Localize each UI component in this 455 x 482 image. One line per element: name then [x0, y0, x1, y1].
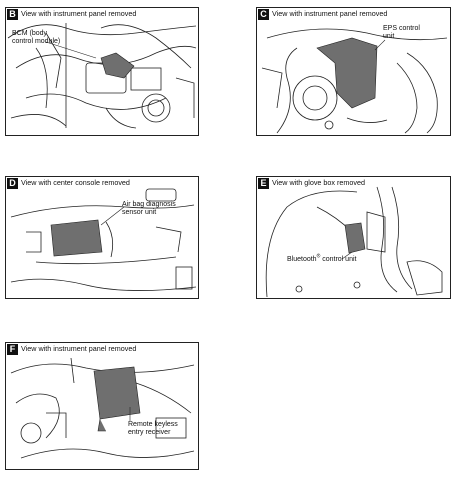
keyless-label: Remote keyless entry receiver	[128, 421, 178, 437]
panel-f-caption: View with instrument panel removed	[21, 344, 137, 353]
bcm-label-line1: BCM (body	[12, 30, 48, 37]
panel-e-illustration	[265, 186, 443, 298]
bcm-label: BCM (body control module)	[12, 30, 60, 46]
panel-f: F View with instrument panel removed Rem…	[5, 342, 199, 470]
airbag-label-line1: Air bag diagnosis	[122, 201, 176, 208]
panel-e: E View with glove box removed Bluetooth®…	[256, 176, 451, 299]
panel-c-illustration	[261, 28, 448, 134]
bluetooth-label-prefix: Bluetooth	[287, 256, 317, 263]
airbag-label-line2: sensor unit	[122, 209, 157, 216]
panel-e-badge: E	[258, 178, 269, 189]
panel-b: B View with instrument panel removed BCM…	[5, 7, 199, 136]
eps-label: EPS control unit	[383, 25, 420, 41]
panel-d-badge: D	[7, 178, 18, 189]
keyless-label-line1: Remote keyless	[128, 421, 178, 428]
airbag-label: Air bag diagnosis sensor unit	[122, 201, 176, 217]
panel-b-badge: B	[7, 9, 18, 20]
panel-e-caption: View with glove box removed	[272, 178, 365, 187]
eps-label-line1: EPS control	[383, 25, 420, 32]
panel-d-illustration	[10, 188, 197, 291]
panel-b-caption: View with instrument panel removed	[21, 9, 137, 18]
panel-d: D View with center console removed Air b…	[5, 176, 199, 299]
bluetooth-label: Bluetooth® control unit	[287, 253, 357, 264]
panel-b-illustration	[7, 23, 197, 129]
panel-d-caption: View with center console removed	[21, 178, 130, 187]
eps-label-line2: unit	[383, 33, 395, 40]
panel-c: C View with instrument panel removed EPS…	[256, 7, 451, 136]
keyless-label-line2: entry receiver	[128, 429, 171, 436]
panel-f-illustration	[10, 357, 195, 459]
panel-c-caption: View with instrument panel removed	[272, 9, 388, 18]
bluetooth-label-suffix: control unit	[320, 256, 357, 263]
panel-c-badge: C	[258, 9, 269, 20]
panel-f-badge: F	[7, 344, 18, 355]
bluetooth-label-sup: ®	[316, 253, 321, 260]
bcm-label-line2: control module)	[12, 38, 61, 45]
